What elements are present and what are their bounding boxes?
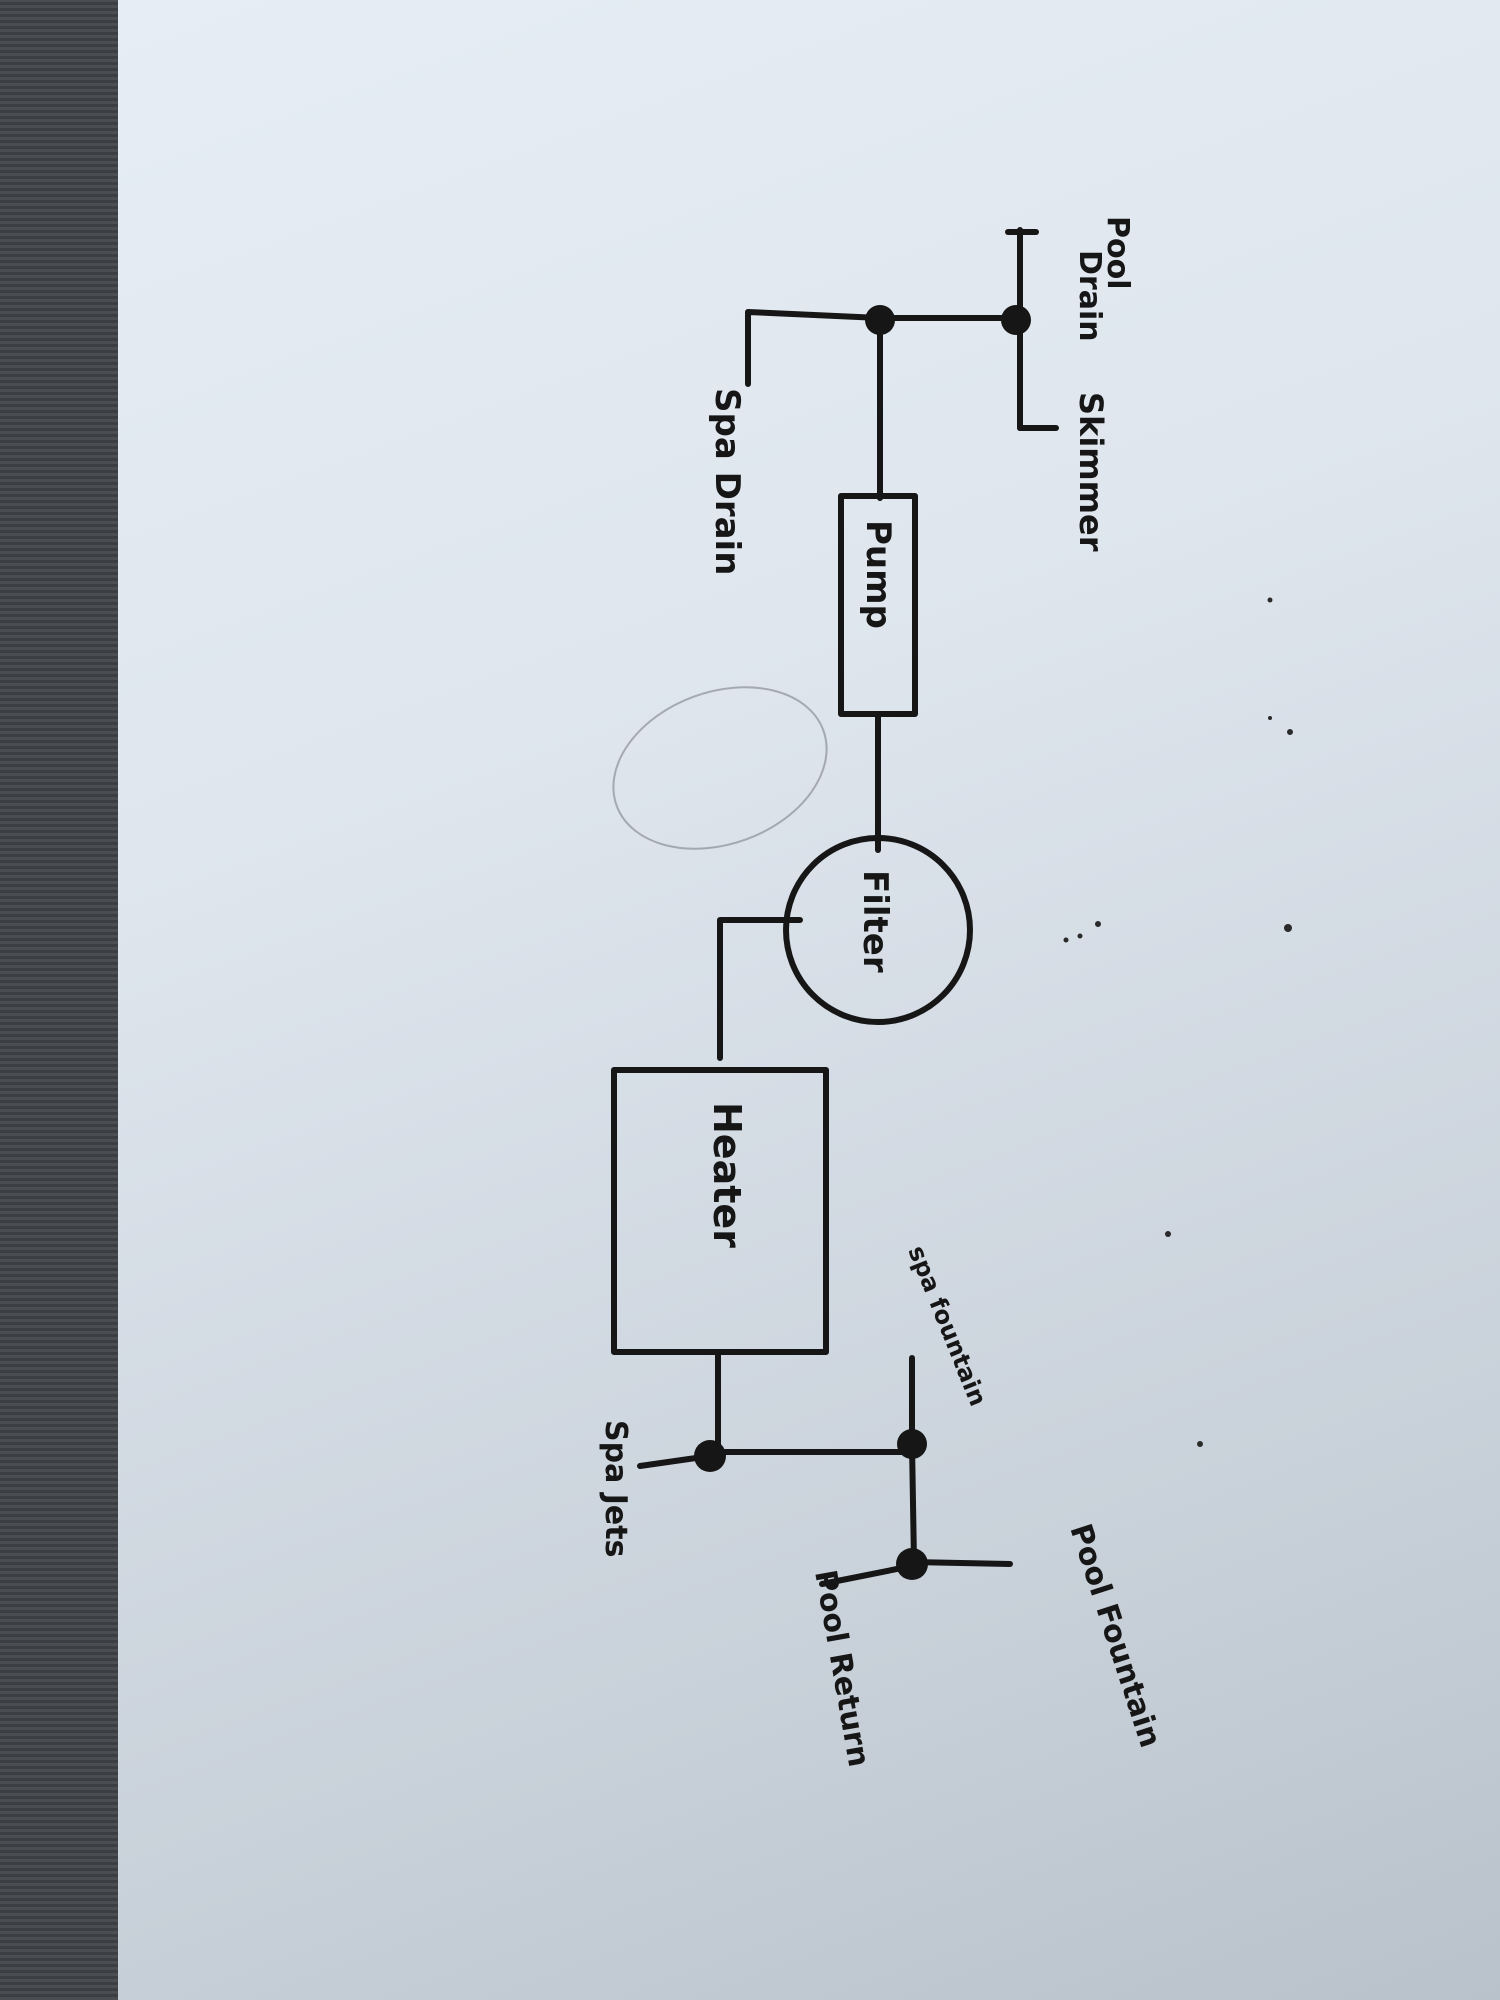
fabric-background xyxy=(0,0,120,2000)
pool-drain-pipe xyxy=(1005,227,1039,321)
skimmer-pipe xyxy=(1017,315,1059,431)
label-spa-jets: Spa Jets xyxy=(598,1420,633,1557)
label-spa-drain: Spa Drain xyxy=(707,388,747,575)
spa-jets-pipe xyxy=(637,1453,713,1469)
pipe-to-pool-valves xyxy=(909,1441,917,1565)
spa-drain-pipe xyxy=(745,309,883,387)
pool-return-pipe xyxy=(819,1563,915,1587)
pool-fountain-pipe xyxy=(909,1559,1013,1567)
label-pool-fountain: Pool Fountain xyxy=(1062,1520,1167,1752)
filter-circle xyxy=(783,835,973,1025)
label-pool-return: Pool Return xyxy=(807,1567,876,1769)
paper-sheet xyxy=(118,0,1500,2000)
pencil-smudge xyxy=(612,686,828,850)
label-filter: Filter xyxy=(855,870,895,973)
label-heater: Heater xyxy=(705,1102,749,1248)
label-pump: Pump xyxy=(858,520,898,629)
ink-specks xyxy=(1063,597,1293,1447)
label-skimmer: Skimmer xyxy=(1072,392,1110,552)
label-spa-fountain: spa fountain xyxy=(902,1242,992,1410)
label-pool-drain-line1: Pool xyxy=(1100,216,1135,290)
pipe-filter-to-heater xyxy=(717,917,803,1061)
label-pool-drain-line2: Drain xyxy=(1072,250,1107,342)
